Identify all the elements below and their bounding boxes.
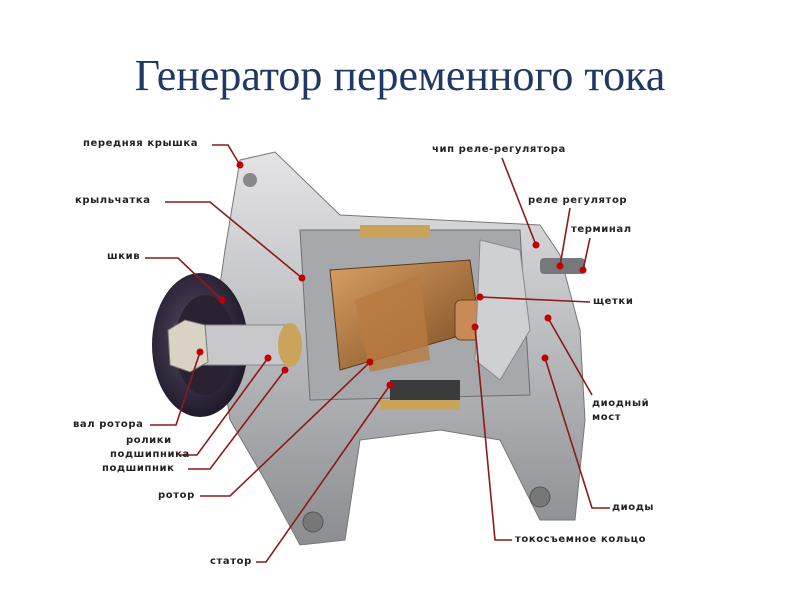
label-regulator-chip: чип реле-регулятора <box>432 144 566 155</box>
label-front-cover: передняя крышка <box>83 138 199 149</box>
label-brushes: щетки <box>593 296 634 307</box>
label-stator: статор <box>210 556 252 567</box>
pulley <box>152 273 302 417</box>
label-terminal: терминал <box>571 224 632 235</box>
label-impeller: крыльчатка <box>75 195 151 206</box>
label-regulator-relay: реле регулятор <box>528 195 628 206</box>
slide-title: Генератор переменного тока <box>134 51 666 100</box>
label-bearing-rollers-line1: ролики <box>126 435 172 446</box>
label-bearing-rollers-line2: подшипника <box>110 449 190 460</box>
label-bearing: подшипник <box>102 463 175 474</box>
label-slip-ring: токосъемное кольцо <box>515 534 647 545</box>
stator-windings <box>360 225 460 410</box>
leader-lines <box>145 144 610 563</box>
label-diodes: диоды <box>612 502 655 513</box>
label-rotor: ротор <box>158 490 195 501</box>
label-rotor-shaft: вал ротора <box>73 419 144 430</box>
label-diode-bridge-line2: мост <box>592 412 622 423</box>
label-diode-bridge-line1: диодный <box>592 398 650 409</box>
label-pulley: шкив <box>107 251 141 262</box>
marker-dots <box>196 161 587 389</box>
